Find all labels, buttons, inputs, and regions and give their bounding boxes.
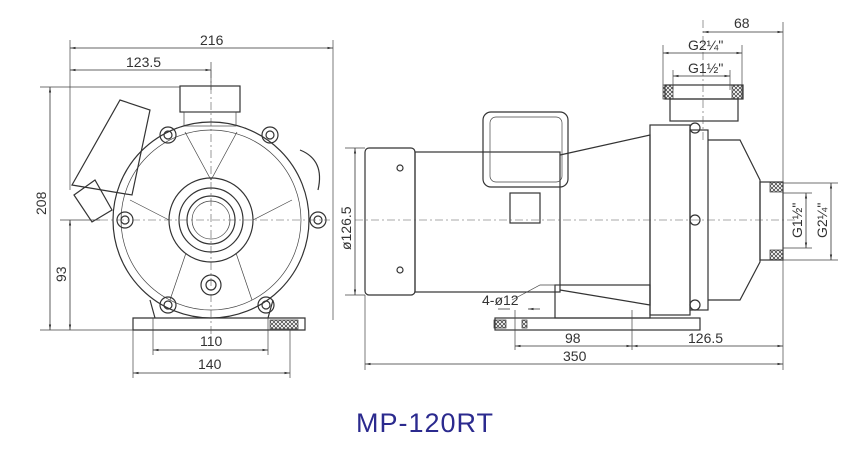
dim-outlet-outer-thread: G2¼" — [688, 37, 723, 53]
front-base — [132, 317, 306, 331]
terminal-box-side — [482, 111, 569, 188]
dim-outlet-inner-thread: G1½" — [688, 60, 723, 76]
dim-mount-holes: 4-ø12 — [482, 292, 519, 308]
dim-base-width: 140 — [198, 356, 222, 372]
cable-gland — [509, 192, 541, 224]
front-outlet — [179, 85, 241, 113]
dim-outlet-offset: 123.5 — [126, 54, 161, 70]
front-view: 216 123.5 208 93 110 140 — [33, 32, 334, 378]
dim-height-total: 208 — [33, 191, 49, 215]
motor-body — [414, 151, 561, 293]
dim-length-total: 350 — [563, 348, 587, 364]
dim-width-total: 216 — [200, 32, 224, 48]
model-title: MP-120RT — [355, 408, 495, 438]
terminal-box — [71, 99, 151, 196]
dim-outlet-to-inlet: 68 — [734, 15, 750, 31]
dim-inlet-inner-thread: G1½" — [789, 203, 805, 238]
dim-base-hole-spacing: 110 — [200, 333, 223, 349]
motor-fan-cover — [364, 147, 416, 296]
dim-shaft-height: 93 — [53, 266, 69, 282]
side-view: 68 G2¼" G1½" G1½" G2¼" ø126.5 4-ø12 98 1… — [338, 15, 838, 370]
dim-motor-diameter: ø126.5 — [338, 206, 354, 250]
motor-foot — [554, 284, 651, 319]
dim-hole-spacing: 98 — [565, 330, 581, 346]
dim-inlet-outer-thread: G2¼" — [814, 203, 830, 238]
dim-hole-to-inlet: 126.5 — [688, 330, 723, 346]
